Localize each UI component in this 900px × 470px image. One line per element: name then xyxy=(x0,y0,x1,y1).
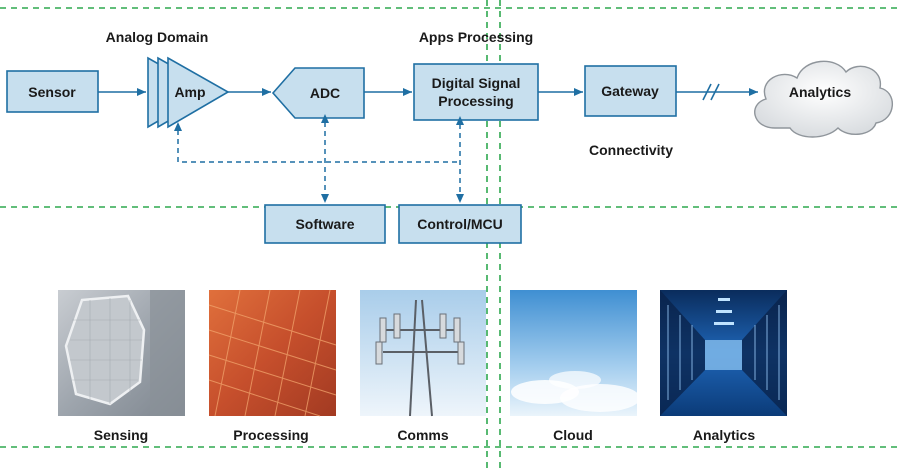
amp-label: Amp xyxy=(174,84,205,100)
cloud-caption: Cloud xyxy=(553,427,593,443)
wireless-break-mark-2 xyxy=(710,83,720,101)
dsp-label-line1: Digital Signal xyxy=(432,75,521,91)
sensor-block: Sensor xyxy=(6,70,99,113)
signal-arrows xyxy=(98,83,758,101)
analog-domain-label: Analog Domain xyxy=(106,29,209,45)
connectivity-label: Connectivity xyxy=(589,142,673,158)
apps-processing-label: Apps Processing xyxy=(419,29,533,45)
processing-caption: Processing xyxy=(233,427,308,443)
software-block: Software xyxy=(264,204,386,244)
dashed-line-amp-control xyxy=(174,122,460,163)
wireless-break-mark-1 xyxy=(702,83,712,101)
adc-block: ADC xyxy=(271,67,365,119)
amp-block: Amp xyxy=(147,56,230,129)
analytics-cloud: Analytics xyxy=(754,60,894,138)
dsp-block: Digital Signal Processing xyxy=(413,63,539,121)
control-arrows xyxy=(174,114,464,203)
dsp-label-line2: Processing xyxy=(438,93,513,109)
analytics-caption: Analytics xyxy=(693,427,755,443)
sensing-photo xyxy=(58,290,185,416)
processing-photo xyxy=(208,289,337,417)
gateway-block: Gateway xyxy=(584,65,677,117)
sensor-label: Sensor xyxy=(28,84,76,100)
comms-photo xyxy=(360,290,486,417)
comms-caption: Comms xyxy=(397,427,449,443)
control-mcu-block: Control/MCU xyxy=(398,204,522,244)
gateway-label: Gateway xyxy=(601,83,659,99)
adc-label: ADC xyxy=(310,85,340,101)
analytics-photo xyxy=(660,290,787,416)
software-label: Software xyxy=(295,216,354,232)
control-mcu-label: Control/MCU xyxy=(417,216,503,232)
cloud-photo xyxy=(510,290,640,416)
analytics-cloud-label: Analytics xyxy=(789,84,851,100)
sensing-caption: Sensing xyxy=(94,427,148,443)
